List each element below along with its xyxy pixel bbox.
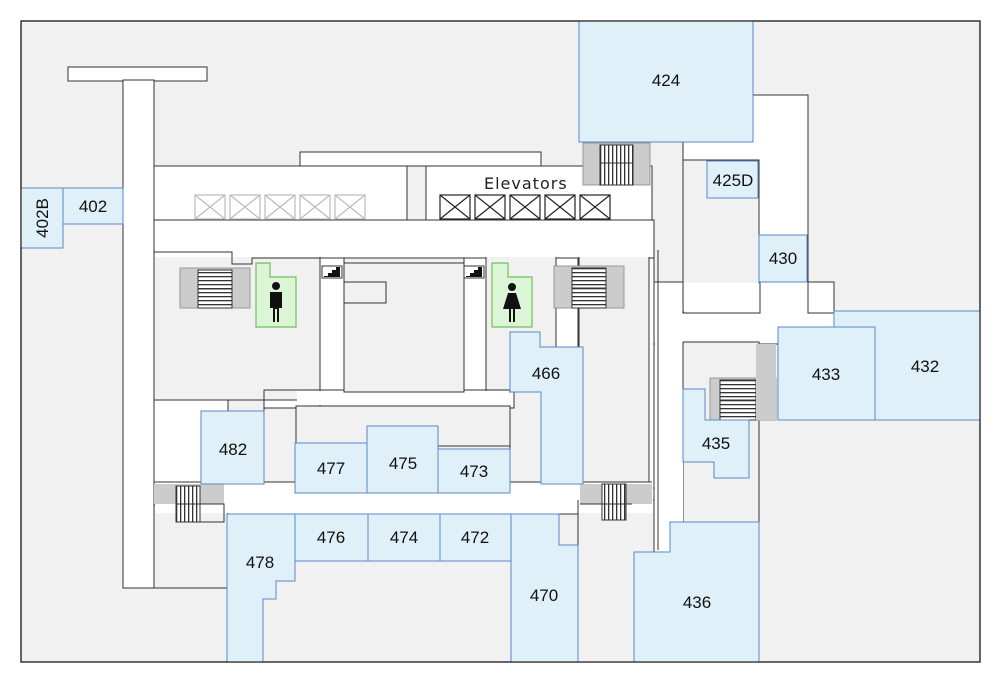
central-lobby-wall [343, 262, 465, 393]
room-476[interactable]: 476 [294, 513, 369, 562]
stairwells [154, 142, 777, 523]
room-label: 424 [652, 71, 680, 90]
elevator-icon [544, 194, 576, 220]
room-label: 473 [460, 462, 488, 481]
elevator-icon [299, 194, 331, 220]
room-label: 430 [769, 249, 797, 268]
stairs-icon [463, 265, 485, 279]
room-label: 474 [390, 528, 418, 547]
stairs-icon [321, 265, 343, 279]
room-label: 477 [317, 459, 345, 478]
elevator-icon [439, 194, 471, 220]
room-466[interactable]: 466 [509, 331, 584, 485]
room-472[interactable]: 472 [439, 513, 512, 562]
womens-restroom[interactable] [491, 262, 533, 328]
room-label: 436 [683, 593, 711, 612]
stairs-icon [154, 484, 225, 523]
elevator-icon [194, 194, 226, 220]
woman-restroom-icon [503, 283, 521, 322]
corridor-top-left-bar [67, 66, 208, 82]
room-425D[interactable]: 425D [706, 160, 759, 199]
room-label: 466 [532, 364, 560, 383]
room-label: 476 [317, 528, 345, 547]
stairs-icon [582, 142, 651, 186]
stairs-icon [580, 483, 652, 521]
room-label: 402 [79, 197, 107, 216]
room-430[interactable]: 430 [758, 234, 808, 283]
room-label: 433 [812, 365, 840, 384]
room-477[interactable]: 477 [294, 442, 368, 494]
elevator-icon [264, 194, 296, 220]
room-433[interactable]: 433 [777, 326, 876, 421]
room-label: 478 [246, 553, 274, 572]
corridor-top-mid-bar [299, 151, 542, 167]
room-474[interactable]: 474 [367, 513, 441, 562]
room-label: 482 [219, 440, 247, 459]
stairs-icon [179, 267, 251, 309]
room-label: 472 [461, 528, 489, 547]
room-402[interactable]: 402 [62, 187, 124, 225]
room-label: 402B [33, 198, 52, 238]
stairs-icon [553, 265, 625, 309]
stairs-icon [709, 344, 777, 421]
elevator-icon [579, 194, 611, 220]
room-435[interactable]: 435 [682, 388, 750, 479]
room-label: 435 [702, 434, 730, 453]
room-482[interactable]: 482 [200, 410, 265, 485]
room-label: 432 [911, 357, 939, 376]
room-424[interactable]: 424 [578, 20, 754, 143]
room-473[interactable]: 473 [437, 448, 511, 494]
room-402B[interactable]: 402B [20, 187, 64, 249]
rooms: 402B 402 424 425D 430 432 433 435 [20, 20, 981, 663]
room-475[interactable]: 475 [366, 425, 439, 494]
elevator-icon [334, 194, 366, 220]
elevator-bank-right [439, 194, 611, 220]
elevator-icon [229, 194, 261, 220]
corridor-west-vertical [122, 79, 155, 589]
room-label: 475 [389, 454, 417, 473]
elevators-label: Elevators [484, 174, 568, 193]
elevator-icon [474, 194, 506, 220]
man-restroom-icon [270, 282, 282, 322]
room-436[interactable]: 436 [633, 521, 760, 663]
room-label: 470 [530, 586, 558, 605]
room-478[interactable]: 478 [226, 513, 296, 663]
mens-restroom[interactable] [255, 262, 297, 328]
elevator-icon [509, 194, 541, 220]
elevator-bank-left [194, 194, 366, 220]
room-label: 425D [713, 171, 754, 190]
